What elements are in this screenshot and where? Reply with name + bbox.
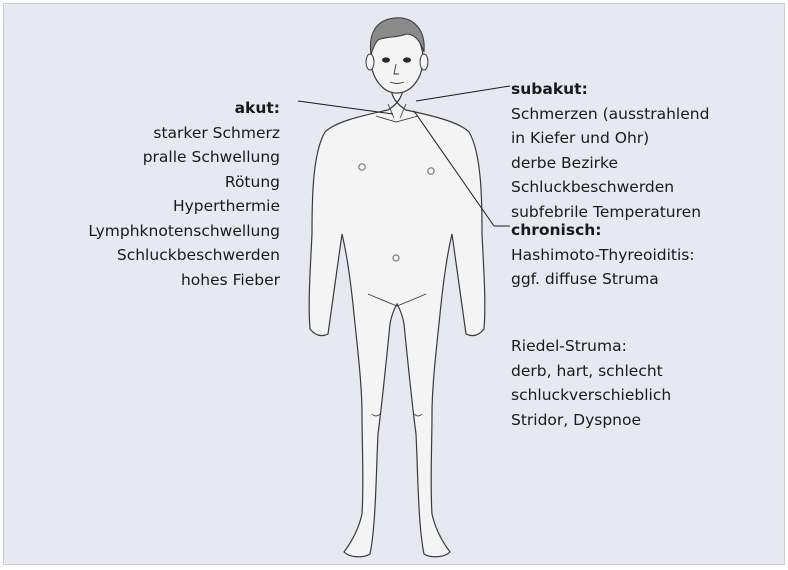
leader-subakut: [416, 86, 510, 101]
leader-akut: [298, 101, 393, 114]
riedel-item: schluckverschieblich: [511, 383, 671, 408]
acute-item: Hyperthermie: [88, 194, 280, 219]
acute-item: Schluckbeschwerden: [88, 243, 280, 268]
subacute-item: in Kiefer und Ohr): [511, 126, 709, 151]
diagram-panel: akut: starker Schmerz pralle Schwellung …: [3, 3, 785, 565]
riedel-item: derb, hart, schlecht: [511, 359, 671, 384]
acute-item: hohes Fieber: [88, 268, 280, 293]
riedel-item: Stridor, Dyspnoe: [511, 408, 671, 433]
left-eye: [382, 57, 390, 62]
acute-item: starker Schmerz: [88, 121, 280, 146]
chronic-item: Hashimoto-Thyreoiditis:: [511, 243, 695, 268]
acute-item: pralle Schwellung: [88, 145, 280, 170]
chronic-heading: chronisch:: [511, 218, 695, 243]
subacute-heading: subakut:: [511, 77, 709, 102]
subacute-label-block: subakut: Schmerzen (ausstrahlend in Kief…: [511, 77, 709, 224]
body-silhouette: [309, 84, 485, 557]
riedel-label-block: Riedel-Struma: derb, hart, schlecht schl…: [511, 334, 671, 432]
subacute-item: derbe Bezirke: [511, 151, 709, 176]
acute-heading: akut:: [88, 96, 280, 121]
riedel-item: Riedel-Struma:: [511, 334, 671, 359]
right-eye: [403, 57, 411, 62]
chronic-label-block: chronisch: Hashimoto-Thyreoiditis: ggf. …: [511, 218, 695, 292]
subacute-item: Schmerzen (ausstrahlend: [511, 102, 709, 127]
acute-label-block: akut: starker Schmerz pralle Schwellung …: [88, 96, 280, 292]
chronic-item: ggf. diffuse Struma: [511, 267, 695, 292]
acute-item: Rötung: [88, 170, 280, 195]
subacute-item: Schluckbeschwerden: [511, 175, 709, 200]
acute-item: Lymphknotenschwellung: [88, 219, 280, 244]
